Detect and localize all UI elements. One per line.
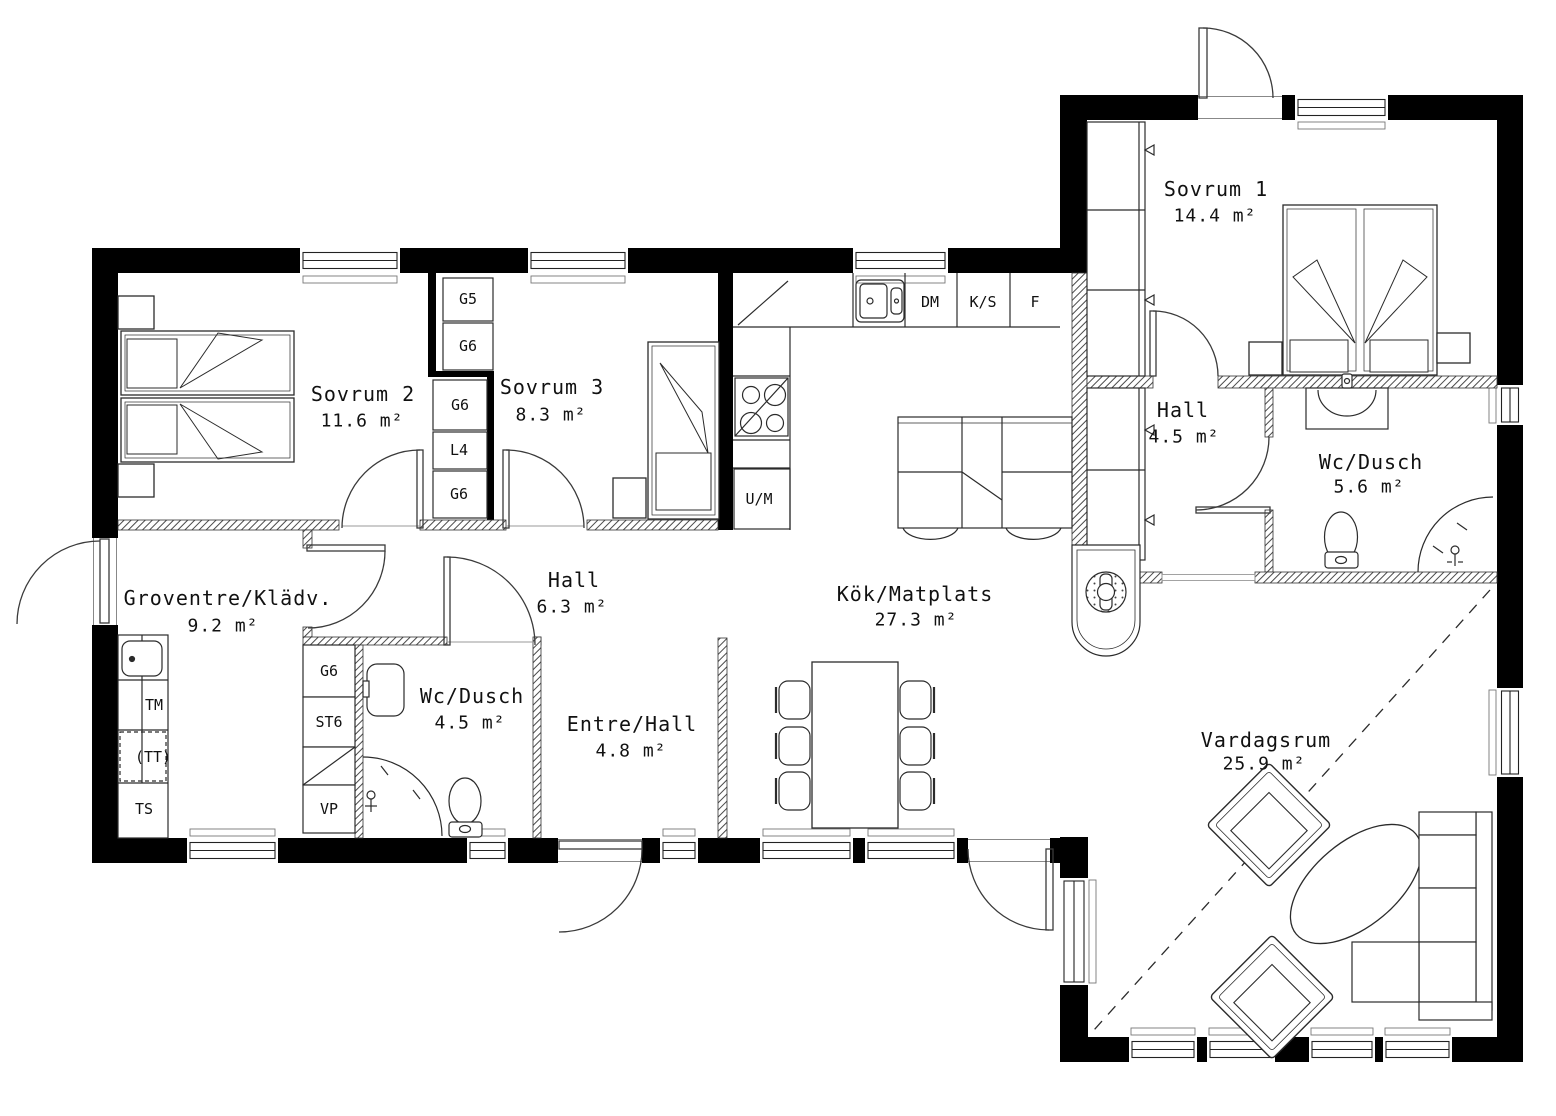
room-label-wcdusch-right: Wc/Dusch xyxy=(1318,450,1424,474)
room-label-wcdusch-left: Wc/Dusch xyxy=(419,684,525,708)
kitchen-fixtures xyxy=(733,273,1073,829)
sovrum1-furniture xyxy=(1248,204,1471,376)
room-area-hall-right: 4.5 m² xyxy=(1148,426,1220,448)
appliance-label-vp: VP xyxy=(319,800,339,818)
door-exterior-kitchen xyxy=(967,848,1054,931)
door-openings xyxy=(93,96,1282,862)
room-label-sovrum1: Sovrum 1 xyxy=(1163,177,1269,201)
doors xyxy=(16,27,1274,933)
door-groventre xyxy=(306,544,386,629)
appliance-label-tt: (TT) xyxy=(134,748,172,766)
room-area-hall-left: 6.3 m² xyxy=(536,596,608,618)
appliance-label-ks: K/S xyxy=(969,293,997,311)
sovrum2-furniture xyxy=(117,295,295,498)
cabinet-label-g5: G5 xyxy=(458,290,478,308)
armchair-icon xyxy=(1207,763,1331,887)
vardagsrum-furniture xyxy=(1093,589,1493,1059)
room-area-sovrum3: 8.3 m² xyxy=(515,404,587,426)
room-area-wcdusch-left: 4.5 m² xyxy=(434,712,506,734)
room-label-entre: Entre/Hall xyxy=(566,712,698,736)
room-area-vardagsrum: 25.9 m² xyxy=(1222,753,1306,775)
door-sovrum1 xyxy=(1149,310,1219,377)
wc-dusch-right-fixtures xyxy=(1305,373,1494,573)
fireplace-icon xyxy=(1071,544,1141,657)
sofa-icon xyxy=(1351,811,1493,1021)
cabinets xyxy=(117,121,1155,839)
appliance-label-tm: TM xyxy=(144,696,164,714)
room-area-sovrum2: 11.6 m² xyxy=(320,410,404,432)
thresholds xyxy=(342,525,1256,643)
room-area-kok: 27.3 m² xyxy=(874,609,958,631)
stove-icon xyxy=(734,377,789,437)
cabinet-label-l4: L4 xyxy=(449,441,469,459)
cabinet-label-g6-top: G6 xyxy=(458,337,478,355)
room-label-hall-left: Hall xyxy=(547,568,601,592)
kitchen-sink-icon xyxy=(855,279,905,323)
appliance-label-ts: TS xyxy=(134,800,154,818)
wc-dusch-left-fixtures xyxy=(362,663,483,838)
room-area-groventre: 9.2 m² xyxy=(187,615,259,637)
armchair-icon xyxy=(1210,935,1334,1059)
door-wc-dusch-right xyxy=(1195,436,1271,514)
cabinet-label-st6: ST6 xyxy=(315,713,343,731)
room-label-vardagsrum: Vardagsrum xyxy=(1200,728,1332,752)
windows xyxy=(187,95,1523,1062)
um-cabinet xyxy=(733,468,791,530)
dining-table xyxy=(774,661,936,829)
sovrum3-furniture xyxy=(612,341,720,520)
cabinet-label-g6-hall: G6 xyxy=(319,662,339,680)
room-label-sovrum3: Sovrum 3 xyxy=(499,375,605,399)
room-label-sovrum2: Sovrum 2 xyxy=(310,382,416,406)
room-label-groventre: Groventre/Klädv. xyxy=(123,586,333,610)
room-label-hall-right: Hall xyxy=(1156,398,1210,422)
cabinet-label-g6-low: G6 xyxy=(449,485,469,503)
room-area-entre: 4.8 m² xyxy=(595,740,667,762)
door-exterior-sovrum1 xyxy=(1198,27,1274,99)
door-sovrum2 xyxy=(341,449,424,529)
room-label-kok: Kök/Matplats xyxy=(836,582,994,606)
door-exterior-entrance xyxy=(558,840,643,933)
room-area-wcdusch-right: 5.6 m² xyxy=(1333,476,1405,498)
door-sovrum3 xyxy=(502,449,585,529)
kitchen-island xyxy=(897,416,1073,540)
cabinet-label-g6-mid: G6 xyxy=(450,396,470,414)
coffee-table-icon xyxy=(1289,823,1423,945)
appliance-label-f: F xyxy=(1030,293,1040,311)
appliance-label-dm: DM xyxy=(920,293,940,311)
room-area-sovrum1: 14.4 m² xyxy=(1173,205,1257,227)
exterior-walls xyxy=(92,95,1523,1062)
door-wc-dusch-left xyxy=(443,556,536,646)
appliance-label-um: U/M xyxy=(745,490,773,508)
door-exterior-groventre xyxy=(16,538,110,625)
